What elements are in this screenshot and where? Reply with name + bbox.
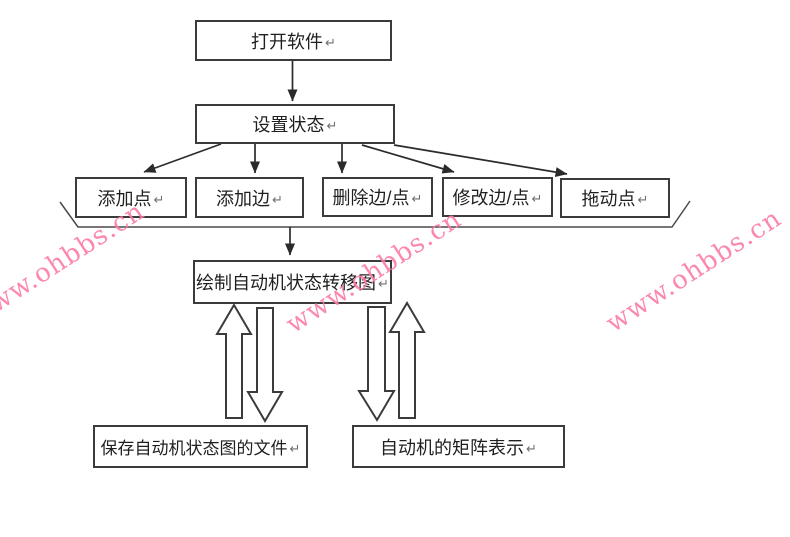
node-drag-point: 拖动点↵ [560,178,670,218]
paragraph-mark-icon: ↵ [531,191,543,206]
node-add-edge: 添加边↵ [195,177,304,218]
paragraph-mark-icon: ↵ [411,191,423,206]
node-save-state-diagram-file: 保存自动机状态图的文件↵ [93,425,308,468]
node-automaton-matrix-representation: 自动机的矩阵表示↵ [352,425,565,468]
merge-connector-line [59,200,691,228]
node-add-point: 添加点↵ [75,177,187,218]
edge-setup-to-add-point [143,143,222,173]
block-arrow-down-left-icon [246,307,284,423]
paragraph-mark-icon: ↵ [637,192,649,207]
paragraph-mark-icon: ↵ [378,276,389,291]
paragraph-mark-icon: ↵ [289,440,301,456]
node-drag-point-label: 拖动点 [581,189,636,209]
node-set-state: 设置状态↵ [195,104,395,144]
paragraph-mark-icon: ↵ [325,34,336,50]
edge-setup-to-drag-point [393,144,568,178]
node-add-point-label: 添加点 [97,188,152,209]
block-arrow-up-right-icon [388,301,426,419]
node-add-edge-label: 添加边 [216,188,271,209]
node-delete-edge-point: 删除边/点↵ [322,177,433,217]
block-arrow-down-right-icon [357,306,396,422]
node-draw-automaton-state-diagram: 绘制自动机状态转移图↵ [193,260,392,304]
node-open-software-label: 打开软件 [251,31,324,52]
node-draw-automaton-state-diagram-label: 绘制自动机状态转移图 [196,273,377,293]
paragraph-mark-icon: ↵ [272,191,283,207]
node-open-software: 打开软件↵ [195,20,392,61]
node-save-state-diagram-file-label: 保存自动机状态图的文件 [100,439,288,458]
paragraph-mark-icon: ↵ [326,118,338,133]
paragraph-mark-icon: ↵ [153,191,165,207]
node-set-state-label: 设置状态 [252,115,325,135]
node-automaton-matrix-representation-label: 自动机的矩阵表示 [380,437,525,458]
node-modify-edge-point-label: 修改边/点 [452,188,530,208]
paragraph-mark-icon: ↵ [526,440,537,456]
block-arrow-up-left-icon [215,303,253,419]
edge-setup-to-modify-edge-point [361,144,455,174]
node-delete-edge-point-label: 删除边/点 [332,188,410,208]
node-modify-edge-point: 修改边/点↵ [442,177,553,217]
